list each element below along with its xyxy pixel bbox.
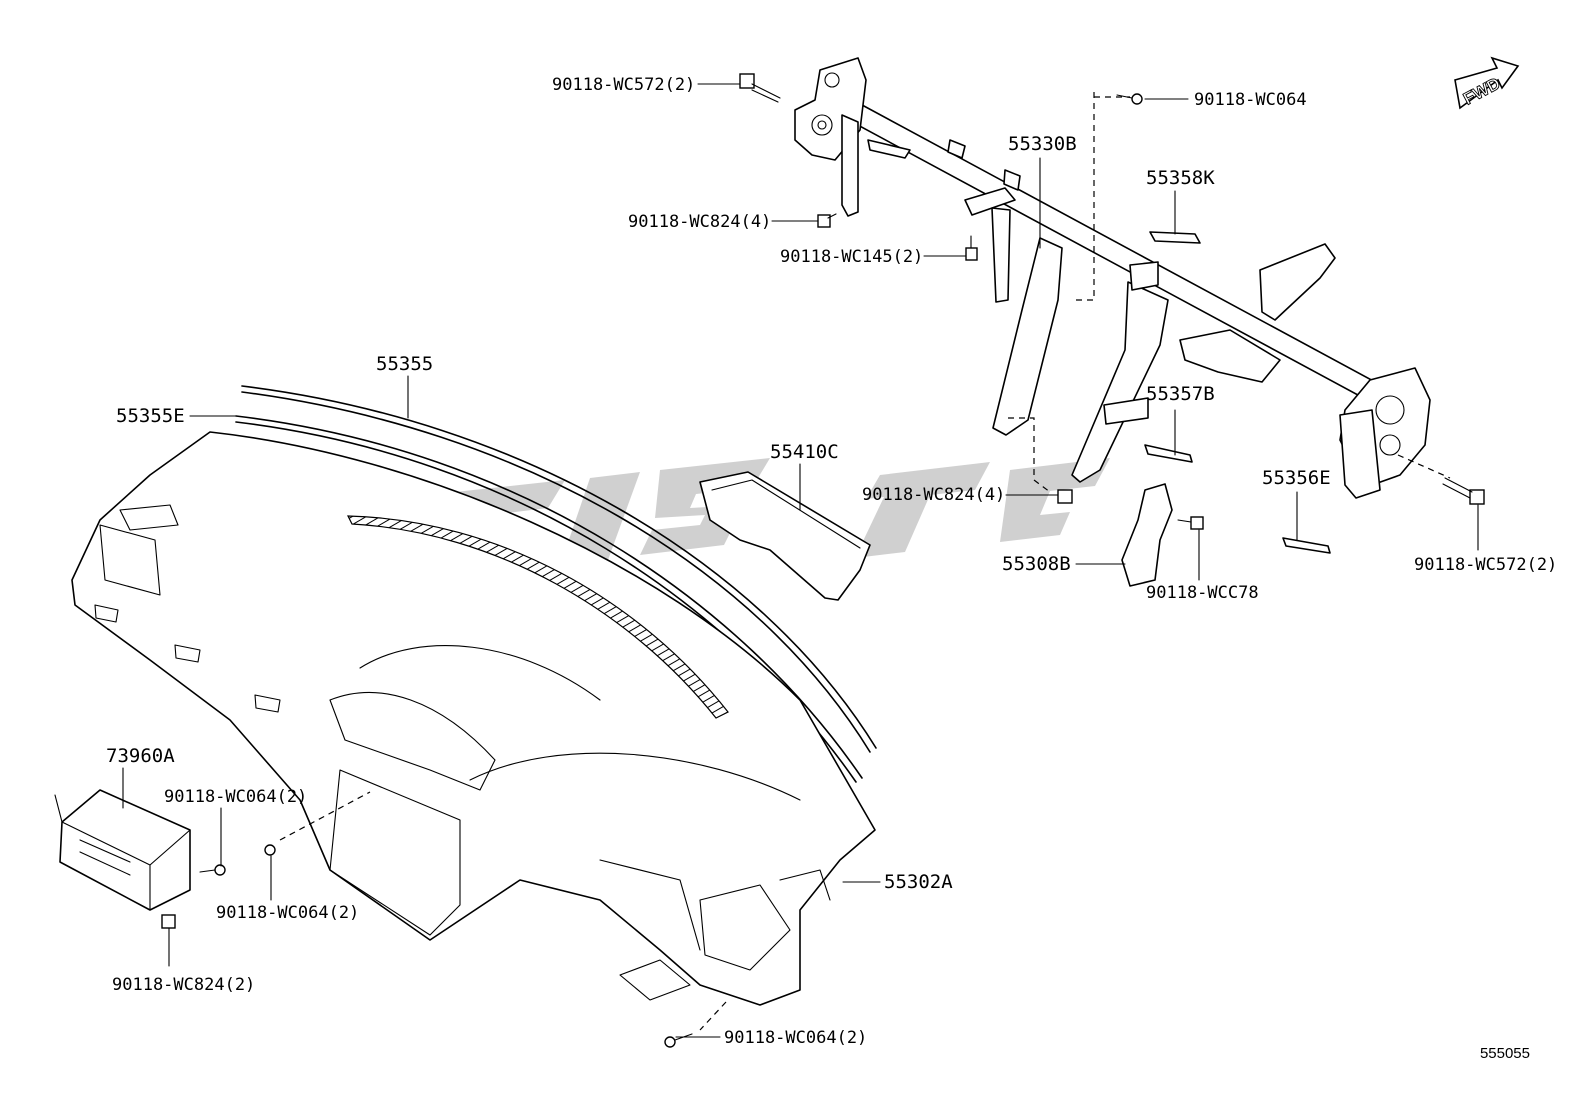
label-55357b: 55357B xyxy=(1146,383,1215,405)
bolt-icon-wc145 xyxy=(965,235,978,261)
garnish-55355 xyxy=(241,385,877,749)
screw-icon-wc064-top xyxy=(1116,93,1143,105)
label-bolt-wc064-left: 90118-WC064(2) xyxy=(216,903,359,923)
label-55302a: 55302A xyxy=(884,871,953,893)
pad-55358k xyxy=(1149,231,1201,244)
label-55356e: 55356E xyxy=(1262,467,1331,489)
label-55355: 55355 xyxy=(376,353,433,375)
label-55308b: 55308B xyxy=(1002,553,1071,575)
screw-icon-wc064-left xyxy=(264,844,276,856)
bolt-icon-wc824-top xyxy=(817,213,837,228)
leader-lines xyxy=(122,83,1479,1038)
label-bolt-wc572-top: 90118-WC572(2) xyxy=(552,75,695,95)
screw-icon-wc064-bottom xyxy=(664,1033,693,1048)
screw-icon-wc064-airbag xyxy=(199,864,226,876)
label-bolt-wc145: 90118-WC145(2) xyxy=(780,247,923,267)
bolt-icon-wc572-right xyxy=(1442,477,1485,505)
label-bolt-wcc78: 90118-WCC78 xyxy=(1146,583,1259,603)
label-bolt-wc572-right: 90118-WC572(2) xyxy=(1414,555,1557,575)
pad-55356e xyxy=(1282,537,1331,554)
label-bolt-wc824-top: 90118-WC824(4) xyxy=(628,212,771,232)
reinforcement-beam-drawing xyxy=(794,57,1451,499)
label-bolt-wc824-bottom: 90118-WC824(2) xyxy=(112,975,255,995)
label-55355e: 55355E xyxy=(116,405,185,427)
label-55410c: 55410C xyxy=(770,441,839,463)
bolt-icon-wc824-bottom xyxy=(161,914,176,929)
bracket-55308b xyxy=(1121,483,1173,587)
instrument-panel-55302a xyxy=(71,431,876,1006)
label-bolt-wc824-mid: 90118-WC824(4) xyxy=(862,485,1005,505)
part-labels: 55355 55355E 55330B 55358K 55357B 55356E… xyxy=(106,75,1557,1062)
label-bolt-wc064-airbag: 90118-WC064(2) xyxy=(164,787,307,807)
label-55330b: 55330B xyxy=(1008,133,1077,155)
meter-hood-55410c xyxy=(699,471,871,601)
label-73960a: 73960A xyxy=(106,745,175,767)
label-bolt-wc064-top: 90118-WC064 xyxy=(1194,90,1307,110)
label-55358k: 55358K xyxy=(1146,167,1215,189)
bolt-icon-wcc78 xyxy=(1177,516,1204,530)
label-bolt-wc064-bottom: 90118-WC064(2) xyxy=(724,1028,867,1048)
garnish-55355e xyxy=(235,415,863,779)
fwd-arrow-icon: FWD xyxy=(1454,56,1520,110)
bolt-icon-wc824-mid xyxy=(1057,489,1073,504)
diagram-code: 555055 xyxy=(1480,1045,1530,1062)
pad-55357b xyxy=(1144,444,1193,463)
airbag-assembly-73960a xyxy=(54,789,191,911)
bolt-icon-wc572-top xyxy=(739,73,781,103)
